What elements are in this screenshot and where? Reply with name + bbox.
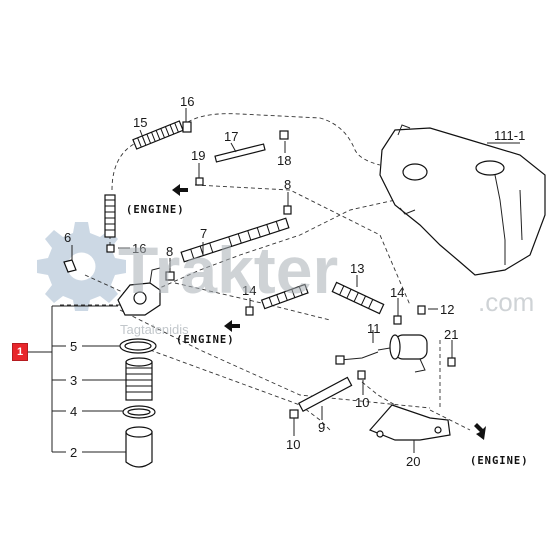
fuel-tank xyxy=(379,124,546,276)
part-label-17: 17 xyxy=(224,129,238,144)
part-label-15: 15 xyxy=(133,115,147,130)
part-label-8b: 8 xyxy=(166,244,173,259)
part-label-5: 5 xyxy=(70,339,77,354)
fittings xyxy=(63,121,456,419)
o-ring-4-inner xyxy=(127,408,151,416)
hose-7 xyxy=(180,217,290,263)
watermark-brand: Trakter xyxy=(118,233,338,307)
engine-label-top: (ENGINE) xyxy=(126,204,185,216)
part-label-20: 20 xyxy=(406,454,420,469)
part-label-9: 9 xyxy=(318,420,325,435)
pipe-17 xyxy=(214,143,266,163)
part-label-18: 18 xyxy=(277,153,291,168)
part-labels: 16 15 17 18 19 8 111-1 6 16 8 7 14 13 14… xyxy=(64,94,525,469)
bracket-20 xyxy=(368,404,451,441)
gear-icon xyxy=(37,222,126,311)
part-label-12: 12 xyxy=(440,302,454,317)
part-label-11: 11 xyxy=(367,321,381,336)
hose-13 xyxy=(331,281,385,315)
part-label-14a: 14 xyxy=(242,283,256,298)
watermark-subtext: Tagtalenidis xyxy=(120,322,189,337)
part-label-8a: 8 xyxy=(284,177,291,192)
part-label-7: 7 xyxy=(200,226,207,241)
fuel-pump xyxy=(335,334,428,373)
engine-label-bottom: (ENGINE) xyxy=(470,455,529,467)
watermark-domain: .com xyxy=(478,287,534,317)
part-label-19: 19 xyxy=(191,148,205,163)
filter-element-3 xyxy=(125,357,153,401)
leader-lines xyxy=(27,108,520,453)
filter-head xyxy=(117,267,161,316)
part-label-14b: 14 xyxy=(390,285,404,300)
hose-15 xyxy=(132,120,184,150)
engine-label-mid: (ENGINE) xyxy=(176,334,235,346)
part-label-16a: 16 xyxy=(180,94,194,109)
part-label-10a: 10 xyxy=(355,395,369,410)
part-label-16b: 16 xyxy=(132,241,146,256)
o-ring-5-inner xyxy=(124,341,152,351)
callout-badge-1: 1 xyxy=(12,343,28,361)
part-label-10b: 10 xyxy=(286,437,300,452)
part-label-6: 6 xyxy=(64,230,71,245)
pipe-9 xyxy=(298,376,353,413)
arrow-engine-mid xyxy=(224,320,240,332)
hose-14 xyxy=(260,283,309,310)
arrow-engine-top xyxy=(172,184,188,196)
part-label-21: 21 xyxy=(444,327,458,342)
filter-bowl-2 xyxy=(125,426,153,468)
part-label-3: 3 xyxy=(70,373,77,388)
part-label-111: 111-1 xyxy=(494,128,525,143)
part-label-4: 4 xyxy=(70,404,77,419)
hose-vertical xyxy=(104,194,116,238)
part-label-13: 13 xyxy=(350,261,364,276)
part-label-2: 2 xyxy=(70,445,77,460)
arrow-engine-bottom xyxy=(474,423,486,440)
